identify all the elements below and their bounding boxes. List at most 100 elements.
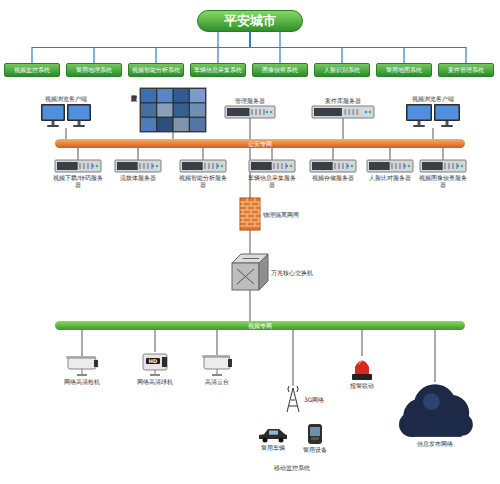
icon-frame — [240, 198, 260, 230]
icon-part — [344, 109, 346, 115]
icon-part — [347, 165, 349, 167]
connector-line — [250, 32, 466, 63]
icon-part — [243, 210, 244, 214]
icon-part — [247, 198, 248, 202]
connector-line — [443, 148, 444, 160]
icon-part — [352, 109, 354, 115]
icon-part — [314, 108, 342, 116]
camera-icon: 网络高清球机 — [140, 352, 170, 376]
icon-part — [79, 163, 81, 169]
icon-part — [255, 222, 256, 226]
device-label: 视频浏览客户端 — [36, 95, 96, 102]
icon-frame — [312, 106, 374, 118]
icon-part — [312, 106, 374, 118]
icon-part — [348, 109, 350, 115]
connector-line — [250, 230, 251, 254]
device-label: 网络高清球机 — [129, 378, 181, 385]
icon-art — [41, 104, 91, 127]
device-label: 警用设备 — [289, 446, 341, 453]
icon-part — [228, 359, 232, 367]
icon-part — [143, 354, 167, 370]
icon-part — [243, 202, 244, 206]
device-label: 物理隔离网闸 — [263, 211, 305, 218]
icon-part — [180, 160, 226, 172]
system-box: 警用地图系统 — [376, 63, 432, 77]
icon-part — [406, 104, 432, 121]
icon-part — [240, 226, 260, 227]
icon-part — [204, 357, 230, 369]
icon-part — [247, 222, 248, 226]
icon-art — [367, 160, 413, 172]
connector-line — [362, 330, 363, 356]
camera-icon: 网络高清枪机 — [64, 356, 100, 376]
server-unit: 视频智能分析服务器 — [180, 160, 226, 172]
device-label: 信息发布网络 — [409, 440, 461, 447]
icon-part — [94, 360, 98, 367]
icon-part — [356, 109, 358, 115]
icon-part — [141, 118, 156, 131]
icon-part — [441, 125, 453, 127]
icon-part — [243, 258, 259, 259]
server-unit: 车辆信息采集服务器 — [249, 160, 295, 172]
icon-frame — [310, 160, 356, 172]
video-wall: 监控室拼接屏 — [140, 88, 206, 132]
icon-part — [351, 165, 353, 167]
box-label: 人脸识别系统 — [324, 66, 360, 75]
icon-art — [259, 429, 287, 443]
icon-part — [359, 361, 363, 365]
connector-line — [433, 128, 434, 139]
icon-frame — [55, 160, 101, 172]
icon-part — [68, 358, 96, 369]
icon-part — [247, 214, 248, 218]
icon-part — [83, 163, 85, 169]
connector-line — [250, 148, 251, 198]
device-label: 流媒体服务器 — [112, 174, 164, 181]
icon-part — [457, 165, 459, 167]
device-label: 报警联动 — [336, 382, 388, 389]
icon-frame — [258, 428, 288, 442]
device-label: 管理服务器 — [220, 97, 280, 104]
icon-part — [446, 121, 449, 125]
icon-part — [311, 437, 319, 440]
icon-part — [399, 163, 401, 169]
icon-part — [162, 357, 167, 367]
icon-part — [259, 109, 261, 115]
icon-part — [259, 429, 287, 439]
icon-art — [249, 160, 295, 172]
device-label: 车辆信息采集服务器 — [246, 174, 298, 188]
client-workstation: 视频浏览客户端 — [40, 104, 92, 128]
connector-line — [343, 118, 344, 139]
icon-art — [287, 386, 299, 412]
icon-part — [279, 438, 284, 443]
icon-art — [232, 254, 268, 290]
icon-part — [334, 163, 336, 169]
icon-part — [259, 218, 260, 222]
device-label: 人脸比对服务器 — [364, 174, 416, 181]
icon-part — [310, 160, 356, 172]
network-band: 公安专网 — [55, 139, 465, 148]
icon-part — [266, 111, 268, 113]
icon-part — [208, 163, 210, 169]
icon-part — [225, 106, 275, 118]
icon-frame — [306, 424, 324, 444]
icon-part — [342, 163, 344, 169]
icon-art — [202, 355, 232, 376]
icon-frame — [405, 104, 461, 128]
box-label: 视频监控系统 — [14, 66, 50, 75]
icon-part — [157, 103, 172, 116]
icon-art — [55, 160, 101, 172]
icon-part — [190, 103, 205, 116]
icon-part — [57, 162, 78, 170]
device-label: 视频智能分析服务器 — [177, 174, 229, 188]
icon-part — [408, 165, 410, 167]
icon-part — [115, 160, 161, 172]
icon-part — [247, 206, 248, 210]
icon-art — [66, 356, 98, 376]
icon-part — [157, 118, 172, 131]
connector-line — [217, 32, 218, 63]
antenna-icon: 3G网络 — [285, 386, 301, 412]
icon-part — [255, 109, 257, 115]
icon-part — [367, 160, 413, 172]
box-label: 公安专网 — [248, 140, 272, 147]
icon-part — [174, 103, 189, 116]
